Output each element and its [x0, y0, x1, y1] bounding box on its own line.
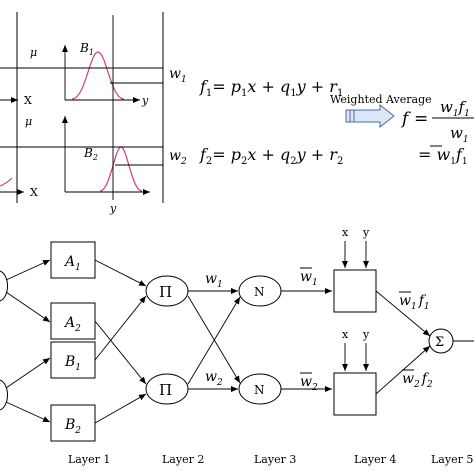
layer-2-label: Layer 2 — [162, 453, 204, 466]
layer-4-label: Layer 4 — [354, 453, 396, 466]
b2-membership-curve — [99, 146, 143, 192]
weighted-average-arrow — [345, 103, 395, 129]
node-l4b — [333, 372, 377, 416]
b1-label: B1 — [79, 41, 94, 57]
svg-text:Π: Π — [159, 381, 172, 399]
layer-5-label: Layer 5 — [431, 453, 473, 466]
b1-membership-curve — [71, 51, 125, 100]
l4a-y-label: y — [362, 226, 370, 239]
node-sigma: Σ — [428, 328, 454, 354]
rule2-membership-panel: μ y X B2 — [0, 15, 163, 215]
edge-x-a1 — [5, 259, 51, 281]
y-axis-label: y — [141, 94, 149, 107]
w2-network-label: w2 — [205, 369, 223, 388]
edge-pi2-n1 — [187, 296, 241, 385]
node-pi2: Π — [145, 373, 189, 405]
rule1-membership-panel: μ y X B1 — [0, 41, 163, 107]
w2-label: w2 — [169, 148, 187, 167]
svg-text:A1: A1 — [63, 254, 81, 273]
edge-l4a-sigma — [375, 290, 431, 337]
x-axis-label: X — [24, 94, 32, 107]
w1bar-network-label: w1 — [300, 269, 318, 288]
mu-label: μ — [30, 46, 37, 59]
node-n2: N — [238, 373, 282, 405]
node-l4a — [333, 269, 377, 313]
node-b2: B2 — [50, 404, 96, 442]
input-y-node — [0, 379, 8, 411]
svg-text:N: N — [254, 285, 265, 299]
y-axis-label-2: y — [109, 202, 117, 215]
svg-text:B2: B2 — [64, 417, 81, 436]
svg-text:B1: B1 — [64, 354, 81, 373]
weighted-average-label: Weighted Average — [330, 93, 432, 106]
edge-y-b1 — [5, 357, 51, 389]
edge-a2-pi2 — [94, 320, 147, 385]
input-x-node — [0, 270, 8, 302]
svg-text:A2: A2 — [63, 315, 81, 334]
x-membership-curve-fragment — [0, 177, 13, 187]
svg-text:Π: Π — [159, 283, 172, 301]
result-denominator: w1 — [450, 124, 469, 145]
rule2-equation: f2= p2x + q2y + r2 — [199, 145, 343, 167]
l4b-x-label: x — [342, 328, 349, 341]
edge-y-b2 — [5, 401, 51, 423]
l4b-y-label: y — [362, 328, 370, 341]
node-a2: A2 — [50, 302, 96, 340]
w1-network-label: w1 — [205, 271, 223, 290]
edge-pi1-n2 — [187, 295, 241, 384]
node-pi1: Π — [145, 275, 189, 307]
l4a-x-label: x — [342, 226, 349, 239]
mu-label-2: μ — [25, 115, 32, 128]
edge-x-a2 — [5, 291, 51, 323]
svg-text:N: N — [254, 383, 265, 397]
x-axis-label-2: X — [30, 186, 38, 199]
edge-b2-pi2 — [94, 393, 147, 424]
node-a1: A1 — [50, 241, 96, 279]
w2bar-network-label: w2 — [300, 374, 318, 393]
result-equals: = — [414, 109, 428, 129]
edge-a1-pi1 — [94, 259, 147, 287]
svg-text:Σ: Σ — [435, 335, 444, 350]
b2-label: B2 — [83, 146, 98, 162]
result-line2: = w1f1 + — [418, 145, 474, 167]
w1-label: w1 — [169, 66, 187, 85]
rule1-equation: f1= p1x + q1y + r1 — [199, 77, 343, 99]
edge-b1-pi1 — [94, 295, 147, 361]
node-b1: B1 — [50, 341, 96, 379]
result-f: f — [400, 109, 411, 129]
layer-1-label: Layer 1 — [68, 453, 110, 466]
result-numerator: w1f1 — [440, 98, 470, 119]
layer-3-label: Layer 3 — [254, 453, 296, 466]
node-n1: N — [238, 275, 282, 307]
